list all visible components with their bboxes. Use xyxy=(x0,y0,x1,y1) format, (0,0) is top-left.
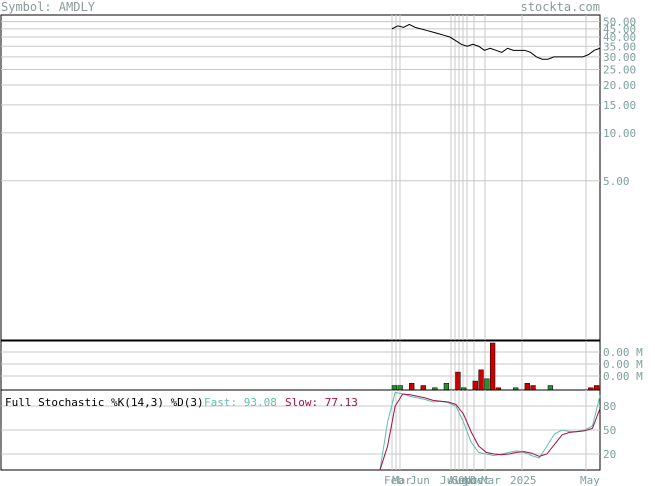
stochastic-tick-label: 20 xyxy=(603,448,616,461)
volume-bar xyxy=(478,369,484,391)
stochastic-title: Full Stochastic %K(14,3) %D(3) xyxy=(5,396,204,409)
x-tick-label: Sep xyxy=(452,474,472,486)
price-tick-label: 5.00 xyxy=(603,175,630,188)
volume-bar xyxy=(397,385,403,391)
x-tick-label: Oct xyxy=(458,474,478,486)
x-tick-label: Jun xyxy=(410,474,430,486)
stochastic-slow-label: Slow: 77.13 xyxy=(285,396,358,409)
price-tick-label: 15.00 xyxy=(603,99,636,112)
volume-panel: 0.00 M0.00 M0.00 M xyxy=(0,340,643,391)
volume-bar xyxy=(593,385,600,391)
stochastic-tick-label: 80 xyxy=(603,400,616,413)
x-tick-label: 2025 xyxy=(510,474,537,486)
volume-bar xyxy=(409,383,415,391)
price-series-line xyxy=(391,23,601,60)
x-tick-label: May xyxy=(580,474,600,486)
x-tick-label: Jul xyxy=(440,474,460,486)
price-tick-label: 50.00 xyxy=(603,16,636,29)
x-tick-label: Aug xyxy=(448,474,468,486)
slow-stochastic-line xyxy=(379,393,601,471)
price-panel: 5.00 10.00 15.00 20.00 25.0030.0035.0040.004… xyxy=(0,14,636,341)
x-tick-label: Nov xyxy=(464,474,484,486)
volume-bar xyxy=(547,385,554,391)
price-tick-label: 45.00 xyxy=(603,23,636,36)
x-tick-label: Mar xyxy=(481,474,501,486)
volume-bar xyxy=(484,378,490,391)
x-tick-label: Mar xyxy=(392,474,412,486)
price-tick-label: 25.00 xyxy=(603,64,636,77)
stochastic-panel: 20 50 80 Full Stochastic %K(14,3) %D(3)Fast… xyxy=(0,389,616,471)
volume-bar xyxy=(489,342,496,391)
fast-stochastic-line xyxy=(379,391,601,471)
price-tick-label: 30.00 xyxy=(603,51,636,64)
volume-frame xyxy=(0,340,601,391)
price-frame xyxy=(0,14,601,341)
volume-tick-label: 0.00 M xyxy=(603,346,643,359)
volume-bar xyxy=(472,380,478,391)
symbol-label: Symbol: AMDLY xyxy=(1,0,95,14)
site-name[interactable]: stockta.com xyxy=(520,0,600,14)
volume-bar xyxy=(391,385,398,391)
volume-tick-label: 0.00 M xyxy=(603,358,643,371)
volume-bar xyxy=(455,371,461,391)
price-tick-label: 10.00 xyxy=(603,127,636,140)
volume-tick-label: 0.00 M xyxy=(603,370,643,383)
volume-bar xyxy=(420,385,426,391)
stochastic-tick-label: 50 xyxy=(603,424,616,437)
stochastic-fast-label: Fast: 93.08 xyxy=(204,396,277,409)
price-tick-label: 35.00 xyxy=(603,40,636,53)
volume-bar xyxy=(443,383,450,391)
x-tick-label: Dec xyxy=(470,474,490,486)
volume-bar xyxy=(524,383,530,391)
x-tick-label: Feb xyxy=(384,474,404,486)
price-tick-label: 40.00 xyxy=(603,31,636,44)
volume-bar xyxy=(530,385,536,391)
price-tick-label: 20.00 xyxy=(603,79,636,92)
